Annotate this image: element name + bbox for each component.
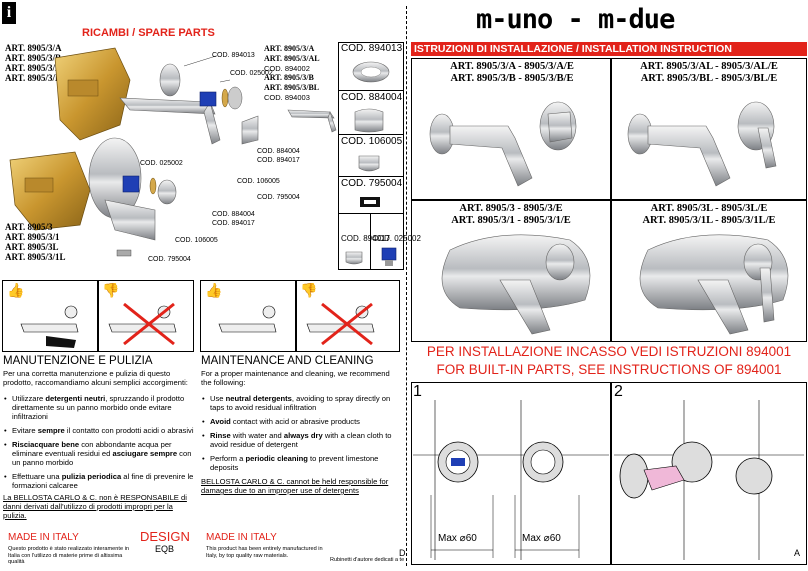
panel-line: ART. 8905/3/1 - 8905/3/1/E — [451, 215, 571, 226]
panel-3 — [411, 200, 611, 342]
maintenance-en: MAINTENANCE AND CLEANING For a proper ma… — [201, 355, 401, 495]
cartridge-part-icon — [381, 247, 397, 266]
code-label: COD. 025002 — [230, 70, 273, 77]
knob-part-icon — [354, 108, 384, 133]
grid-code: COD. 884004 — [341, 92, 403, 103]
ring-part-icon — [352, 61, 390, 83]
corner-letter: D — [399, 548, 406, 558]
notice-en: FOR BUILT-IN PARTS, SEE INSTRUCTIONS OF … — [436, 362, 782, 377]
maintenance-it: MANUTENZIONE E PULIZIA Per una corretta … — [3, 355, 195, 520]
panel-3l — [611, 200, 807, 342]
made-in-italy-it-text: Questo prodotto è stato realizzato inter… — [8, 546, 129, 565]
grid-code: COD. 106005 — [341, 136, 403, 147]
intro-text: Per una corretta manutenzione e pulizia … — [3, 369, 188, 387]
panel-line: ART. 8905/3/B - 8905/3/B/E — [450, 73, 574, 84]
thumbs-down-icon: 👎 — [300, 282, 318, 298]
faucet-3l-drawing — [639, 234, 789, 335]
bullet: Utilizzare detergenti neutri, spruzzando… — [4, 394, 195, 421]
step-number: 2 — [614, 383, 623, 400]
code-label: COD. 894017 — [257, 157, 300, 164]
bullet: Avoid contact with acid or abrasive prod… — [202, 417, 401, 426]
install-header: ISTRUZIONI DI INSTALLAZIONE / INSTALLATI… — [411, 42, 807, 56]
brand-title: m-uno - m-due — [476, 4, 675, 35]
code-label: COD. 106005 — [237, 178, 280, 185]
notice-it: PER INSTALLAZIONE INCASSO VEDI ISTRUZION… — [426, 344, 792, 359]
clean-wrong-drawing — [306, 302, 375, 346]
step-2-panel — [611, 382, 807, 565]
panel-al-bl — [611, 58, 807, 200]
grid-code: COD. 795004 — [341, 178, 403, 189]
design-sub: EQB — [155, 544, 175, 554]
code-label: COD. 795004 — [148, 256, 191, 263]
rights-text: Rubinetti d'autore dedicati a te — [330, 557, 405, 563]
thumbs-up-icon: 👍 — [205, 282, 223, 298]
code-label: COD. 106005 — [175, 237, 218, 244]
step-number: 1 — [413, 383, 422, 400]
clean-wrong-drawing — [108, 302, 177, 346]
clean-ok-drawing — [20, 305, 79, 348]
grid-code: COD. 894013 — [341, 43, 403, 54]
panel-line: ART. 8905/3/1L - 8905/3/1L/E — [642, 215, 776, 226]
bullet: Perform a periodic cleaning to prevent l… — [202, 454, 401, 472]
made-in-italy-it: MADE IN ITALY — [8, 532, 79, 543]
step-1-panel — [411, 382, 611, 565]
bullet: Effettuare una pulizia periodica al fine… — [4, 472, 195, 490]
faucet-al-drawing — [627, 101, 777, 187]
code-label: COD. 894017 — [212, 220, 255, 227]
design-label: DESIGN — [140, 529, 190, 544]
key-part-icon — [360, 197, 380, 207]
info-icon: i — [2, 2, 16, 24]
panel-line: ART. 8905/3/AL - 8905/3/AL/E — [640, 61, 778, 72]
section-title: MAINTENANCE AND CLEANING — [201, 355, 374, 367]
dimension-label: Max ⌀60 — [438, 533, 477, 544]
exploded-view-bottom — [9, 137, 177, 257]
code-label: COD. 884004 — [257, 148, 300, 155]
spare-parts-header: RICAMBI / SPARE PARTS — [82, 27, 215, 39]
faucet-a-drawing — [429, 101, 577, 187]
mid-art-column: ART. 8905/3/A ART. 8905/3/AL COD. 894002… — [264, 44, 320, 102]
disclaimer: BELLOSTA CARLO & C. cannot be held respo… — [201, 477, 389, 495]
panel-a-b — [411, 58, 611, 200]
cap-part-icon — [358, 155, 380, 172]
code-label: COD. 795004 — [257, 194, 300, 201]
code-label: COD. 894013 — [212, 52, 255, 59]
bullet: Risciacquare bene con abbondante acqua p… — [4, 440, 195, 467]
made-in-italy-en-text: This product has been entirely manufactu… — [206, 546, 323, 559]
spout-drawing — [287, 109, 337, 133]
grid-code: COD. 894017 — [341, 234, 390, 243]
panel-line: ART. 8905/3/BL - 8905/3/BL/E — [640, 73, 778, 84]
code-label: COD. 025002 — [140, 160, 183, 167]
exploded-view-top — [54, 47, 259, 145]
grid-code: COD. 025002 — [372, 234, 421, 243]
intro-text: For a proper maintenance and cleaning, w… — [201, 369, 390, 387]
disclaimer: La BELLOSTA CARLO & C. non è RESPONSABIL… — [3, 493, 187, 520]
panel-line: ART. 8905/3L - 8905/3L/E — [650, 203, 768, 214]
panel-line: ART. 8905/3/A - 8905/3/A/E — [450, 61, 574, 72]
thumbs-down-icon: 👎 — [102, 282, 120, 298]
step-1-drawing — [413, 400, 609, 560]
thumbs-up-icon: 👍 — [7, 282, 25, 298]
code-label: COD. 884004 — [212, 211, 255, 218]
faucet-3-drawing — [441, 234, 591, 335]
fold-line — [406, 6, 407, 566]
bullet: Rinse with water and always dry with a c… — [202, 431, 401, 449]
dimension-label: Max ⌀60 — [522, 533, 561, 544]
made-in-italy-en: MADE IN ITALY — [206, 532, 277, 543]
section-title: MANUTENZIONE E PULIZIA — [3, 355, 153, 367]
bullet: Use neutral detergents, avoiding to spra… — [202, 394, 401, 412]
pictogram-en — [200, 280, 400, 352]
panel-line: ART. 8905/3 - 8905/3/E — [459, 203, 563, 214]
bullet: Evitare sempre il contatto con prodotti … — [4, 426, 195, 435]
step-2-drawing — [614, 400, 804, 560]
corner-letter: A — [794, 548, 801, 558]
washer-part-icon — [345, 251, 363, 265]
clean-ok-drawing — [218, 305, 277, 333]
